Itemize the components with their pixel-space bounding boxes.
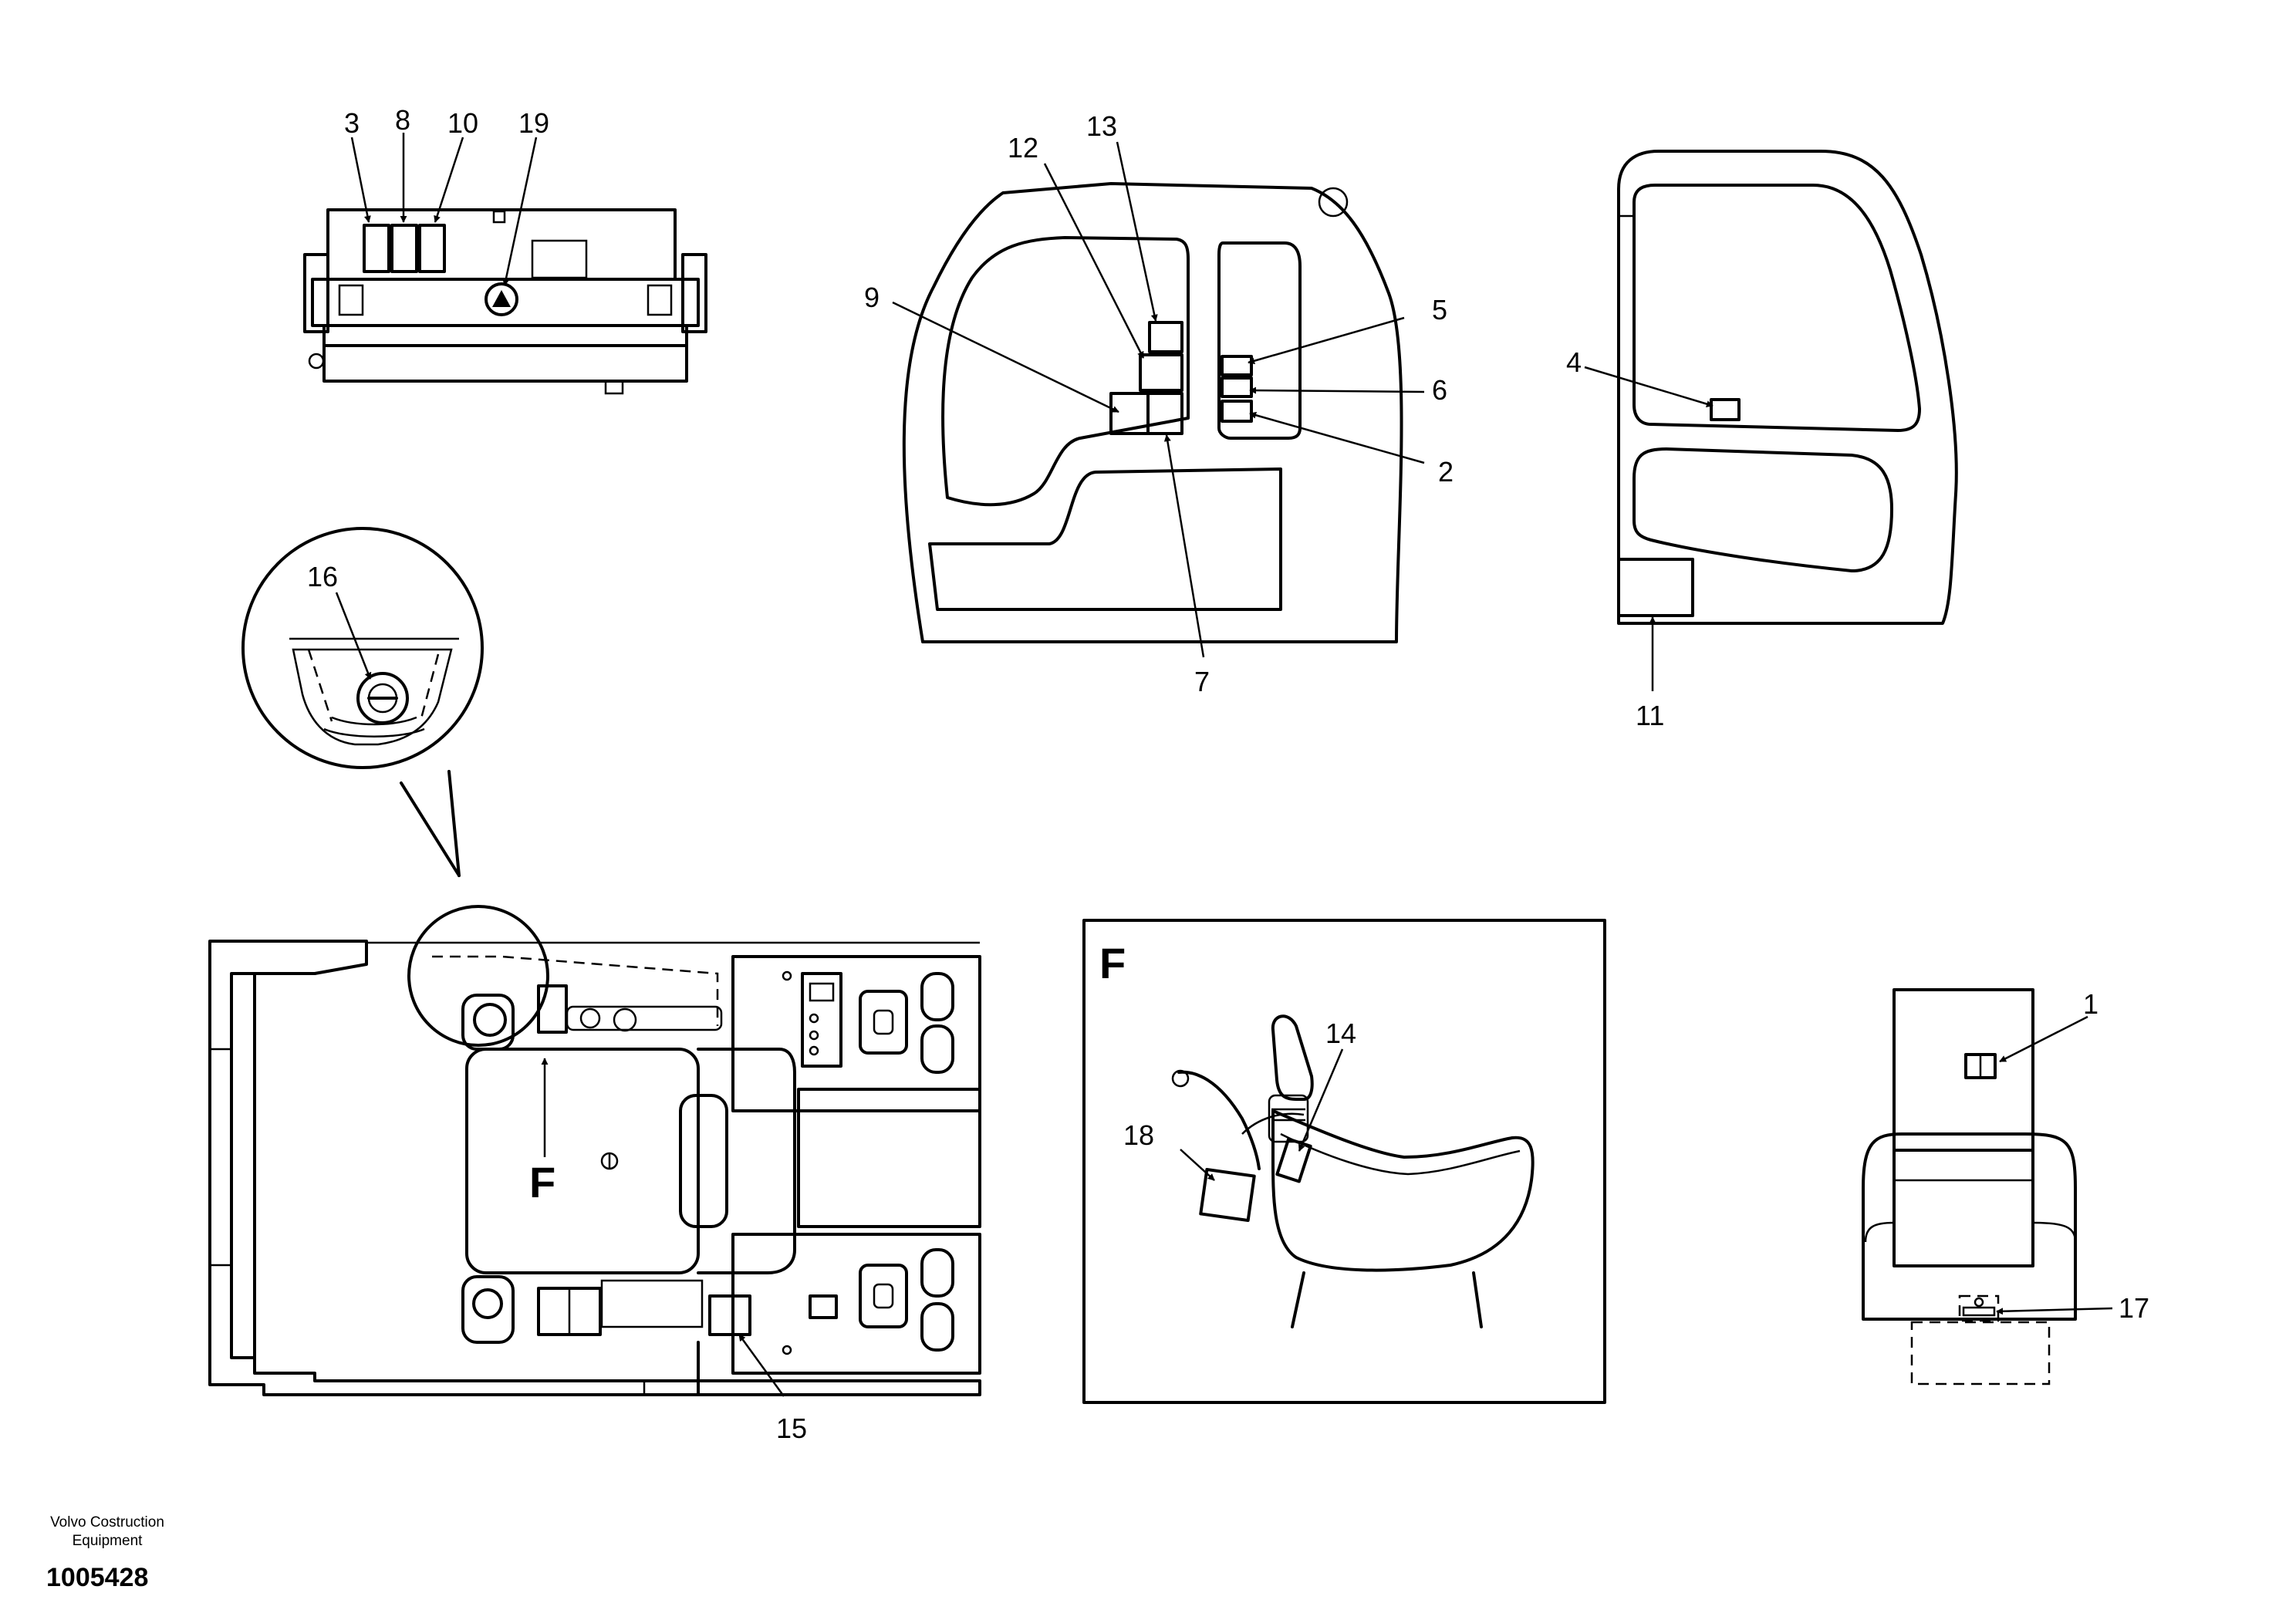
company-name-line-2: Equipment — [72, 1533, 143, 1549]
callout-arrows-seat — [1996, 1015, 2113, 1315]
callout-16: 16 — [307, 561, 338, 592]
callout-7: 7 — [1194, 666, 1210, 697]
callout-4: 4 — [1566, 346, 1582, 378]
callout-arrow-16 — [335, 592, 372, 680]
company-name-line-1: Volvo Costruction — [50, 1514, 164, 1531]
cab-floor-plan-view — [208, 905, 981, 1396]
callout-3: 3 — [344, 107, 360, 139]
callout-12: 12 — [1008, 132, 1038, 164]
callout-6: 6 — [1432, 374, 1447, 406]
callout-arrows-top-center — [892, 141, 1425, 658]
document-number: 1005428 — [46, 1563, 149, 1592]
callout-1: 1 — [2083, 988, 2098, 1020]
cab-door-view — [1617, 150, 1958, 625]
callout-15: 15 — [776, 1412, 807, 1444]
callout-9: 9 — [864, 282, 880, 313]
callout-18: 18 — [1123, 1119, 1154, 1151]
callout-8: 8 — [395, 104, 410, 136]
callout-13: 13 — [1086, 110, 1117, 142]
callout-11: 11 — [1636, 700, 1664, 731]
callout-arrows-top-left — [350, 133, 538, 286]
callout-arrows-detail-f — [1180, 1048, 1344, 1181]
detail-f-view — [1082, 919, 1606, 1404]
callout-arrow-15 — [738, 1334, 785, 1397]
magnified-detail-circle — [241, 527, 484, 877]
callout-19: 19 — [518, 107, 549, 139]
callout-10: 10 — [447, 107, 478, 139]
floor-plan-view-f-label: F — [529, 1158, 555, 1207]
operator-seat-view — [1862, 988, 2077, 1385]
callout-arrows-top-right — [1584, 366, 1714, 691]
cab-window-view — [902, 182, 1403, 643]
callout-5: 5 — [1432, 294, 1447, 326]
callout-2: 2 — [1438, 456, 1454, 488]
detail-f-title: F — [1099, 939, 1126, 987]
callout-17: 17 — [2119, 1292, 2149, 1324]
company-name: Volvo Costruction Equipment — [19, 1514, 196, 1551]
callout-14: 14 — [1325, 1018, 1356, 1049]
instrument-panel-view — [303, 208, 707, 395]
